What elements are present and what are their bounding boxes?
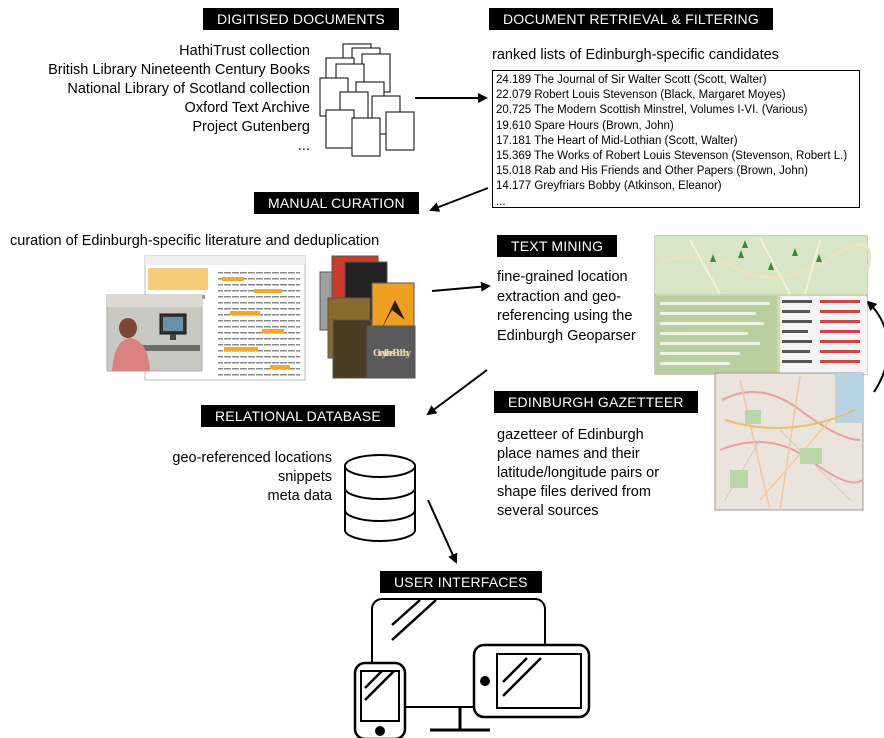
document-stack-icon [319, 43, 415, 157]
curation-person-photo [106, 294, 203, 372]
mining-description: fine-grained location extraction and geo… [497, 268, 636, 346]
geoparser-map-screenshot [654, 235, 872, 375]
arrow-database-to-ui [427, 499, 458, 564]
arrow-retrieval-to-curation [429, 187, 489, 212]
devices-icon [353, 598, 591, 738]
gazetteer-line: several sources [497, 503, 599, 519]
header-edinburgh-gazetteer: EDINBURGH GAZETTEER [494, 391, 698, 413]
header-digitised-documents: DIGITISED DOCUMENTS [203, 8, 399, 30]
arrow-gazetteer-to-mining [866, 300, 884, 393]
database-items: geo-referenced locations snippets meta d… [172, 449, 332, 506]
source-item: Project Gutenberg [192, 119, 310, 135]
ranked-item: ... [496, 195, 506, 208]
mining-line: extraction and geo- [497, 288, 622, 305]
database-item: snippets [277, 469, 332, 485]
source-item: Oxford Text Archive [184, 100, 310, 116]
ranked-item: 19.610 Spare Hours (Brown, John) [496, 119, 674, 132]
database-icon [344, 454, 416, 542]
header-manual-curation: MANUAL CURATION [254, 192, 419, 214]
book-cover-stack: Greyfriars Bobby [319, 255, 416, 379]
ranked-list: 24.189 The Journal of Sir Walter Scott (… [492, 70, 860, 208]
gazetteer-map [714, 372, 864, 511]
header-relational-database: RELATIONAL DATABASE [201, 405, 395, 427]
arrow-curation-to-mining [431, 281, 491, 292]
header-user-interfaces: USER INTERFACES [380, 571, 542, 593]
ranked-item: 24.189 The Journal of Sir Walter Scott (… [496, 74, 767, 86]
source-item: British Library Nineteenth Century Books [48, 62, 310, 78]
gazetteer-line: gazetteer of Edinburgh [497, 427, 644, 443]
mining-line: Edinburgh Geoparser [497, 327, 636, 344]
curation-caption: curation of Edinburgh-specific literatur… [10, 233, 380, 249]
database-item: meta data [267, 488, 333, 504]
header-text-mining: TEXT MINING [497, 235, 618, 257]
database-item: geo-referenced locations [172, 450, 332, 466]
ranked-item: 20.725 The Modern Scottish Minstrel, Vol… [496, 104, 808, 117]
ranked-item: 14.177 Greyfriars Bobby (Atkinson, Elean… [496, 180, 722, 193]
source-item: HathiTrust collection [179, 43, 310, 59]
header-document-retrieval: DOCUMENT RETRIEVAL & FILTERING [489, 8, 773, 30]
ranked-item: 15.369 The Works of Robert Louis Stevens… [496, 150, 848, 163]
retrieval-caption: ranked lists of Edinburgh-specific candi… [492, 47, 779, 63]
gazetteer-line: latitude/longitude pairs or [497, 465, 660, 481]
gazetteer-line: shape files derived from [497, 484, 651, 500]
source-item: ... [297, 138, 310, 154]
mining-line: referencing using the [497, 308, 633, 324]
book-cover-title: Greyfriars Bobby [373, 349, 412, 359]
mining-line: fine-grained location [497, 269, 628, 285]
source-list: HathiTrust collection British Library Ni… [48, 42, 310, 156]
ranked-item: 22.079 Robert Louis Stevenson (Black, Ma… [496, 89, 786, 102]
ranked-item: 15.018 Rab and His Friends and Other Pap… [496, 165, 808, 178]
gazetteer-description: gazetteer of Edinburgh place names and t… [497, 426, 659, 521]
ranked-item: 17.181 The Heart of Mid-Lothian (Scott, … [496, 134, 738, 147]
gazetteer-line: place names and their [497, 446, 640, 462]
source-item: National Library of Scotland collection [67, 81, 310, 97]
arrow-mining-to-database [426, 369, 488, 416]
